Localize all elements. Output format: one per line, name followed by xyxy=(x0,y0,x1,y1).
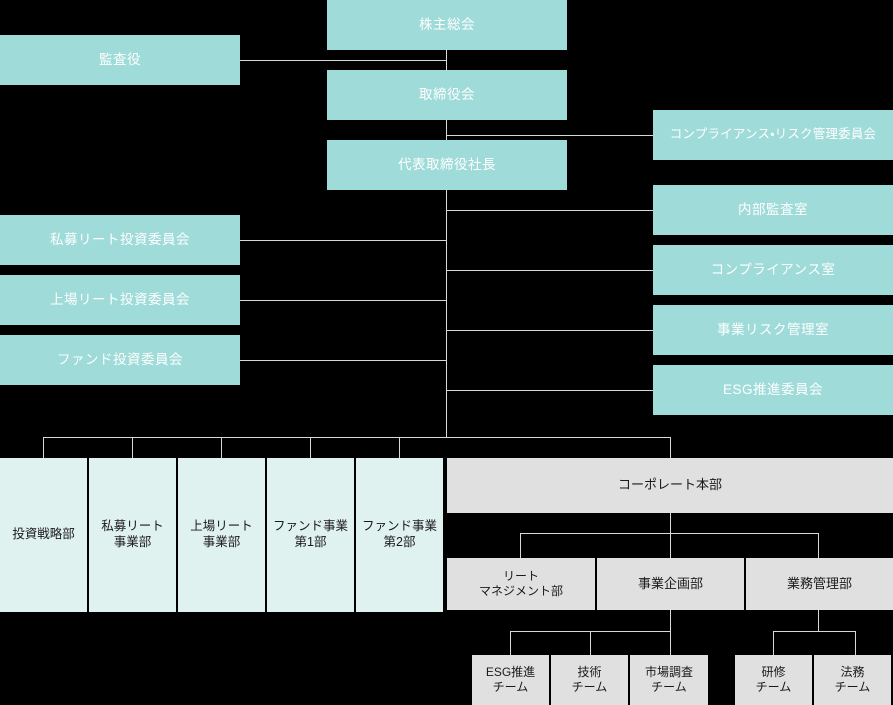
connector-auditor xyxy=(240,60,447,61)
node-esg-promotion-team[interactable]: ESG推進 チーム xyxy=(472,655,549,705)
connector-drop-team-1 xyxy=(510,631,511,655)
node-compliance-office[interactable]: コンプライアンス室 xyxy=(653,245,893,295)
node-legal-team[interactable]: 法務 チーム xyxy=(814,655,891,705)
connector-drop-division-2 xyxy=(670,533,671,558)
node-board-of-directors[interactable]: 取締役会 xyxy=(327,70,567,120)
node-fund-business-dept-2[interactable]: ファンド事業 第2部 xyxy=(356,458,443,612)
node-operations-management-dept[interactable]: 業務管理部 xyxy=(746,558,893,610)
node-technology-team[interactable]: 技術 チーム xyxy=(551,655,628,705)
connector-compliance-office xyxy=(446,270,653,271)
node-listed-reit-investment-committee[interactable]: 上場リート投資委員会 xyxy=(0,275,240,325)
connector-drop-corporate xyxy=(670,437,671,458)
connector-internal-audit xyxy=(446,210,653,211)
node-esg-promotion-committee[interactable]: ESG推進委員会 xyxy=(653,365,893,415)
connector-drop-dept-3 xyxy=(221,437,222,458)
node-training-team[interactable]: 研修 チーム xyxy=(735,655,812,705)
node-investment-strategy-dept[interactable]: 投資戦略部 xyxy=(0,458,87,612)
connector-esg-committee xyxy=(446,390,653,391)
connector-hq-stem xyxy=(670,513,671,534)
connector-drop-dept-1 xyxy=(43,437,44,458)
connector-board-to-president xyxy=(446,120,447,140)
node-private-reit-investment-committee[interactable]: 私募リート投資委員会 xyxy=(0,215,240,265)
connector-planning-stem xyxy=(670,610,671,632)
connector-drop-team-5 xyxy=(855,631,856,655)
connector-drop-division-3 xyxy=(818,533,819,558)
node-corporate-headquarters[interactable]: コーポレート本部 xyxy=(447,458,893,513)
connector-operations-stem xyxy=(818,610,819,632)
connector-compliance-risk-committee xyxy=(446,135,653,136)
connector-business-risk-office xyxy=(446,330,653,331)
connector-division-bus xyxy=(520,533,819,534)
connector-private-reit-committee xyxy=(240,240,447,241)
connector-department-bus xyxy=(43,437,671,438)
node-internal-audit-office[interactable]: 内部監査室 xyxy=(653,185,893,235)
connector-drop-team-2 xyxy=(590,631,591,655)
node-business-risk-management-office[interactable]: 事業リスク管理室 xyxy=(653,305,893,355)
node-business-planning-dept[interactable]: 事業企画部 xyxy=(597,558,744,610)
connector-drop-team-3 xyxy=(670,631,671,655)
connector-drop-division-1 xyxy=(520,533,521,558)
node-shareholders-meeting[interactable]: 株主総会 xyxy=(327,0,567,50)
connector-listed-reit-committee xyxy=(240,300,447,301)
node-market-research-team[interactable]: 市場調査 チーム xyxy=(630,655,708,705)
connector-fund-committee xyxy=(240,360,447,361)
connector-drop-dept-5 xyxy=(399,437,400,458)
node-private-reit-business-dept[interactable]: 私募リート 事業部 xyxy=(89,458,176,612)
node-listed-reit-business-dept[interactable]: 上場リート 事業部 xyxy=(178,458,265,612)
connector-drop-dept-2 xyxy=(132,437,133,458)
node-president[interactable]: 代表取締役社長 xyxy=(327,140,567,190)
node-reit-management-dept[interactable]: リート マネジメント部 xyxy=(447,558,595,610)
node-auditor[interactable]: 監査役 xyxy=(0,35,240,85)
connector-team-bus-right xyxy=(773,631,856,632)
node-compliance-risk-management-committee[interactable]: コンプライアンス・リスク管理委員会 xyxy=(653,110,893,160)
connector-drop-dept-4 xyxy=(310,437,311,458)
connector-president-trunk xyxy=(446,190,447,438)
node-fund-investment-committee[interactable]: ファンド投資委員会 xyxy=(0,335,240,385)
node-fund-business-dept-1[interactable]: ファンド事業 第1部 xyxy=(267,458,354,612)
connector-drop-team-4 xyxy=(773,631,774,655)
